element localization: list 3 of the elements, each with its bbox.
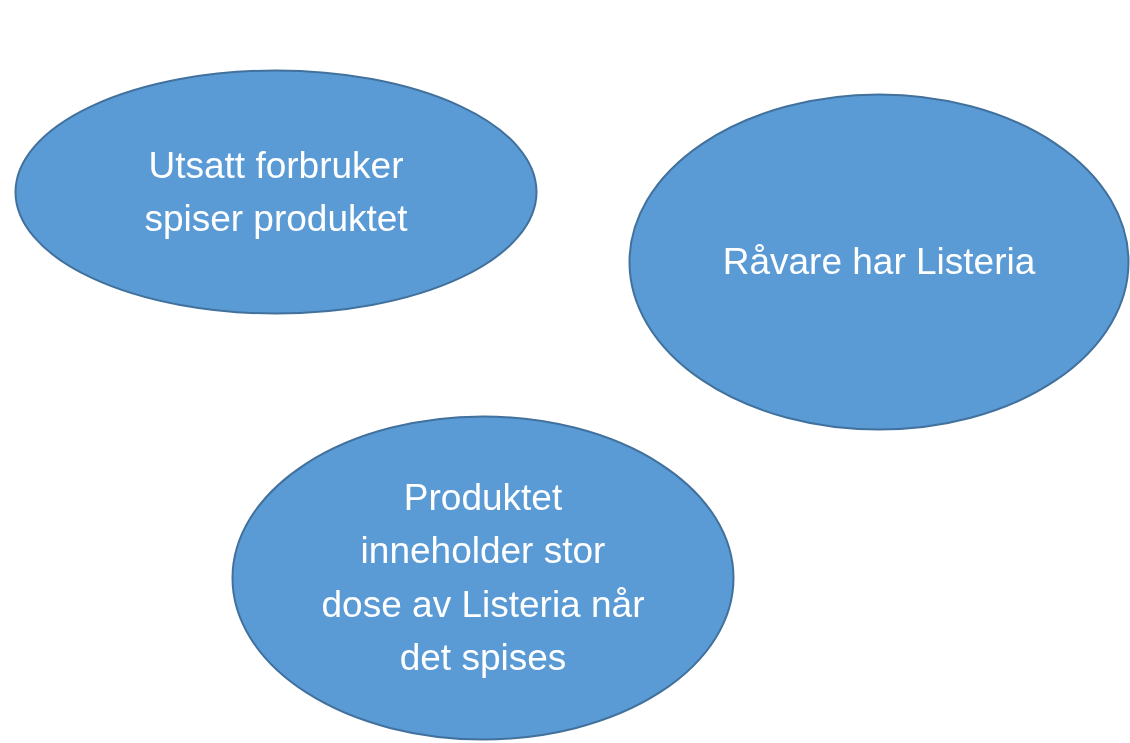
node-label: Produktet inneholder stor dose av Listeria når det spises xyxy=(320,475,646,681)
node-label: Råvare har Listeria xyxy=(721,240,1037,284)
node-label: Utsatt forbruker spiser produktet xyxy=(143,143,409,242)
